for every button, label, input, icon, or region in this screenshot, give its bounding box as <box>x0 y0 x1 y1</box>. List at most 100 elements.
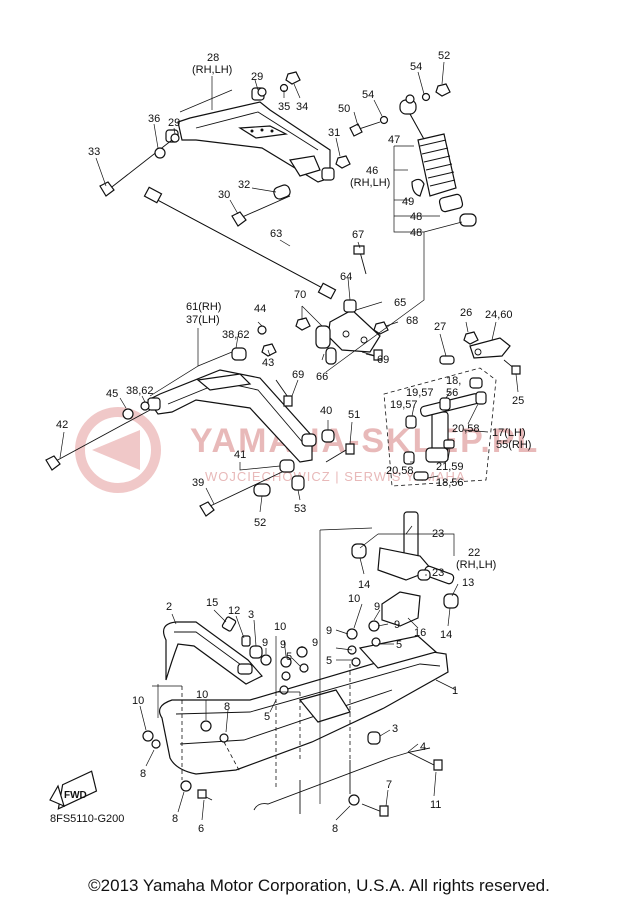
callout-53: 53 <box>294 503 306 515</box>
callout-27: 27 <box>434 321 446 333</box>
callout-8a: 8 <box>140 768 146 780</box>
callout-14a: 14 <box>358 579 370 591</box>
callout-29a: 29 <box>168 117 180 129</box>
callout-68: 68 <box>406 315 418 327</box>
callout-69a: 69 <box>377 354 389 366</box>
bolt-25 <box>503 359 521 375</box>
watermark-sub: WOJCIECHOWICZ | SERWIS YAMAHA <box>205 469 466 484</box>
callout-6: 6 <box>198 823 204 835</box>
callout-10c: 10 <box>196 689 208 701</box>
bolt-42 <box>45 409 151 471</box>
ski <box>159 635 449 775</box>
callout-2058b: 20,58 <box>386 465 414 477</box>
callout-1857a: 18, <box>446 375 461 387</box>
callout-52b: 52 <box>254 517 266 529</box>
callout-1857c: 18,56 <box>436 477 464 489</box>
callout-67: 67 <box>352 229 364 241</box>
bushing-18 <box>469 377 483 389</box>
callout-54a: 54 <box>410 61 422 73</box>
callout-44: 44 <box>254 303 266 315</box>
callout-22: 22 <box>468 547 480 559</box>
callout-17: 17(LH) <box>492 427 526 439</box>
bushing-19b <box>439 397 451 411</box>
handle-loop-2 <box>163 621 263 685</box>
callout-15: 15 <box>206 597 218 609</box>
callout-63: 63 <box>270 228 282 240</box>
callout-45: 45 <box>106 388 118 400</box>
callout-3862a: 38,62 <box>222 329 250 341</box>
nut-10d <box>142 730 154 742</box>
callout-1957b: 19,57 <box>390 399 418 411</box>
callout-31: 31 <box>328 127 340 139</box>
bolt-69b <box>275 379 293 407</box>
callout-8b: 8 <box>224 701 230 713</box>
callout-61: 61(RH) <box>186 301 221 313</box>
fwd-label: FWD <box>64 790 87 801</box>
diagram-code: 8FS5110-G200 <box>50 813 124 825</box>
callout-36: 36 <box>148 113 160 125</box>
bolt-51 <box>325 443 355 463</box>
callout-3a: 3 <box>248 609 254 621</box>
cap-27 <box>439 355 455 365</box>
nut-68 <box>373 321 389 335</box>
callout-10b: 10 <box>348 593 360 605</box>
bushing-53 <box>291 475 305 491</box>
shaft-63 <box>143 186 337 300</box>
callout-40: 40 <box>320 405 332 417</box>
callout-23b: 23 <box>432 567 444 579</box>
callout-35: 35 <box>278 101 290 113</box>
callout-49: 49 <box>402 196 414 208</box>
bushing-3a <box>249 645 263 659</box>
callout-33: 33 <box>88 146 100 158</box>
nut-70 <box>295 317 311 331</box>
parts-diagram: YAMAHA-SKLEP.PL WOJCIECHOWICZ | SERWIS Y… <box>45 50 539 835</box>
washer-44 <box>257 325 267 335</box>
callout-46: 46 <box>366 165 378 177</box>
fwd-arrow-icon: FWD <box>49 770 98 810</box>
callout-39: 39 <box>192 477 204 489</box>
bushing-29a <box>170 133 180 143</box>
watermark-main: YAMAHA-SKLEP.PL <box>190 422 539 460</box>
washer-8d <box>348 794 360 806</box>
nut-10c <box>200 720 212 732</box>
callout-9-right: 9 <box>326 625 332 637</box>
callout-10a: 10 <box>274 621 286 633</box>
callout-51: 51 <box>348 409 360 421</box>
callout-32: 32 <box>238 179 250 191</box>
callout-37: 37(LH) <box>186 314 220 326</box>
steering-arm <box>469 337 511 359</box>
washer-8a <box>151 739 161 749</box>
callout-70: 70 <box>294 289 306 301</box>
nut-43 <box>261 343 277 357</box>
bolt-11 <box>407 751 443 771</box>
washer-8b <box>219 733 229 743</box>
bushing-29b <box>257 87 267 97</box>
callout-2058a: 20,58 <box>452 423 480 435</box>
callout-7: 7 <box>386 779 392 791</box>
plate <box>237 663 253 675</box>
bushing-14a <box>351 543 367 559</box>
callout-28-sub: (RH,LH) <box>192 64 232 76</box>
callout-1: 1 <box>452 685 458 697</box>
nut-26 <box>463 331 479 345</box>
callout-11: 11 <box>430 799 441 811</box>
callout-3b: 3 <box>392 723 398 735</box>
callout-43: 43 <box>262 357 274 369</box>
nut-31 <box>335 155 351 169</box>
bolt-69a <box>361 349 383 361</box>
callout-50: 50 <box>338 103 350 115</box>
bushing-19a <box>405 415 417 429</box>
cap-18b <box>413 471 429 481</box>
callout-54b: 54 <box>362 89 374 101</box>
bolt-50 <box>349 121 381 137</box>
bracket-65 <box>327 299 381 353</box>
callout-5d: 5 <box>326 655 332 667</box>
nut-34 <box>285 71 301 85</box>
washer-36 <box>154 147 166 159</box>
callout-29b: 29 <box>251 71 263 83</box>
callout-9e: 9 <box>394 619 400 631</box>
block-16 <box>381 591 421 627</box>
clip-21 <box>443 439 455 449</box>
washer-54b <box>421 92 431 102</box>
callout-9b: 9 <box>280 639 286 651</box>
